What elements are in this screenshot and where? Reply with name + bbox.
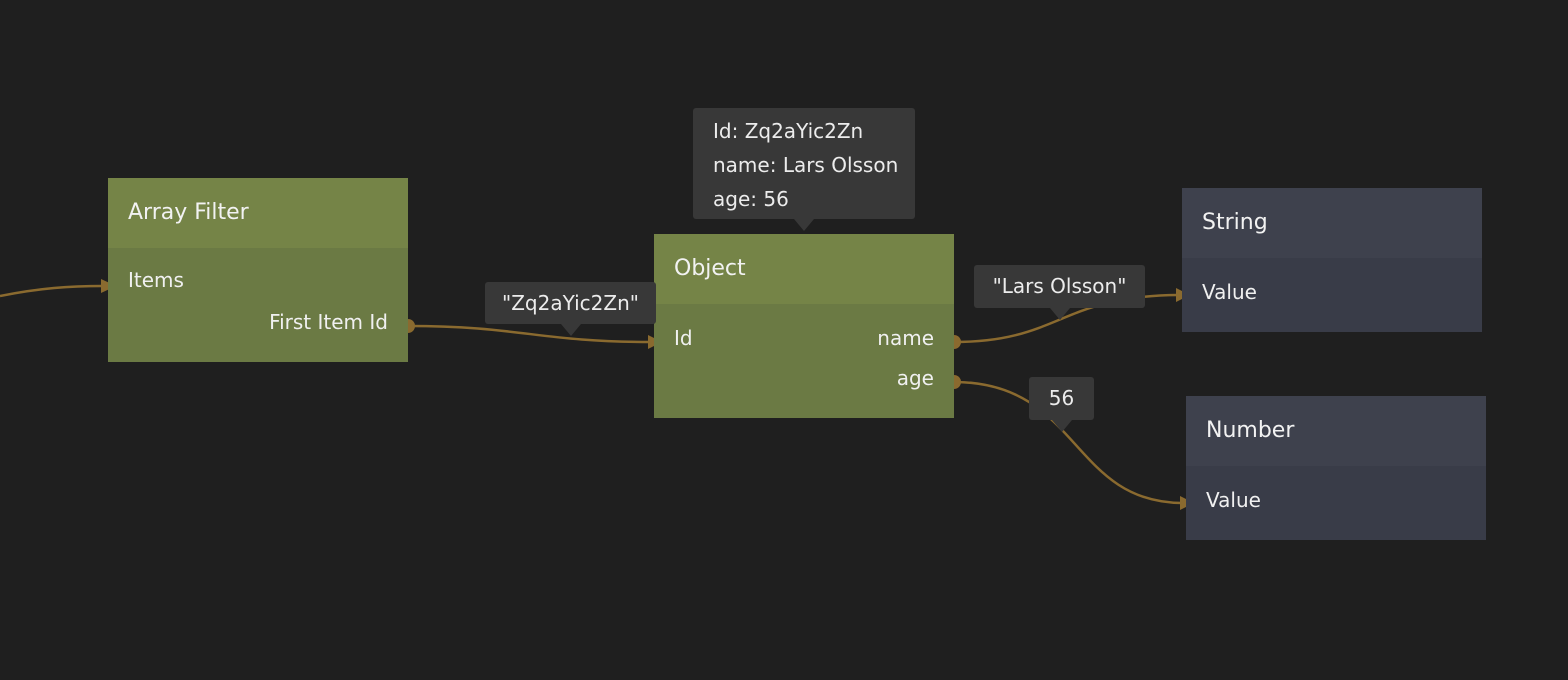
- wire-age-to-number-value[interactable]: [953, 380, 1183, 505]
- wire-first-item-id-to-id[interactable]: [407, 324, 651, 344]
- port-label-value[interactable]: Value: [1206, 488, 1261, 512]
- wire-value-tooltip-age: 56: [1029, 377, 1094, 432]
- node-number[interactable]: Number Value: [1186, 396, 1486, 540]
- wire-into-items[interactable]: [0, 284, 104, 298]
- node-body: Id name age: [654, 304, 954, 418]
- tooltip-line-id: Id: Zq2aYic2Zn: [713, 119, 864, 143]
- wire-value-tooltip-id: "Zq2aYic2Zn": [485, 282, 656, 336]
- port-label-items[interactable]: Items: [128, 268, 184, 292]
- node-body: Value: [1182, 258, 1482, 332]
- node-title: Number: [1186, 396, 1486, 466]
- port-label-name[interactable]: name: [877, 326, 934, 350]
- node-object[interactable]: Object Id name age: [654, 234, 954, 418]
- port-label-id[interactable]: Id: [674, 326, 693, 350]
- node-title: String: [1182, 188, 1482, 258]
- node-array-filter[interactable]: Array Filter Items First Item Id: [108, 178, 408, 362]
- node-body: Value: [1186, 466, 1486, 540]
- tooltip-line-age: age: 56: [713, 187, 789, 211]
- tooltip-value: 56: [1048, 386, 1075, 410]
- port-label-age[interactable]: age: [896, 366, 934, 390]
- tooltip-value: "Lars Olsson": [992, 274, 1127, 298]
- port-label-first-item-id[interactable]: First Item Id: [269, 310, 388, 334]
- tooltip-line-name: name: Lars Olsson: [713, 153, 899, 177]
- node-title: Object: [654, 234, 954, 304]
- tooltip-value: "Zq2aYic2Zn": [502, 291, 639, 315]
- object-inspector-tooltip: Id: Zq2aYic2Zn name: Lars Olsson age: 56: [693, 108, 915, 231]
- node-title: Array Filter: [108, 178, 408, 248]
- node-body: Items First Item Id: [108, 248, 408, 362]
- wire-value-tooltip-name: "Lars Olsson": [974, 265, 1145, 320]
- port-label-value[interactable]: Value: [1202, 280, 1257, 304]
- node-string[interactable]: String Value: [1182, 188, 1482, 332]
